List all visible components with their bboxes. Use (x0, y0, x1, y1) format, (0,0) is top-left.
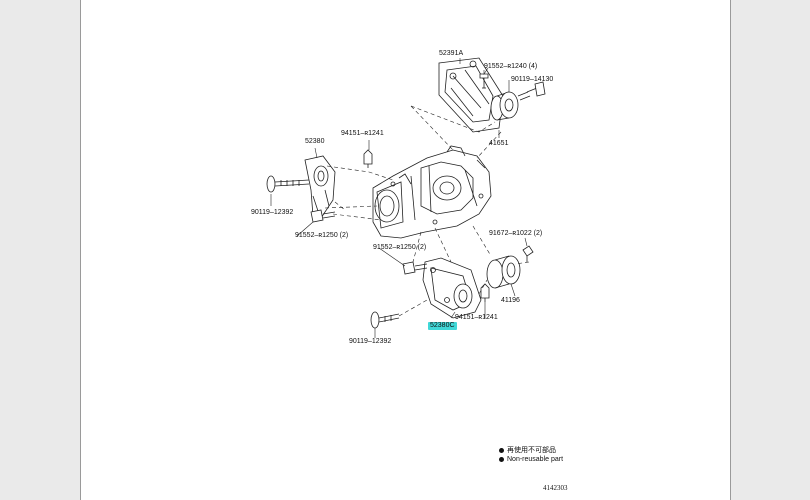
label-91672: 91672–ʀ1022 (2) (489, 230, 543, 237)
label-94151-bottom: 94151–ʀ1241 (455, 314, 498, 321)
label-52391a: 52391A (439, 50, 464, 57)
parts-diagram-drawing (266, 57, 546, 338)
non-reusable-dot-icon (499, 456, 504, 462)
label-90119-bottom: 90119–12392 (349, 338, 392, 345)
label-90119-left: 90119–12392 (251, 209, 294, 216)
bolt-91672 (522, 245, 534, 262)
label-41196: 41196 (501, 297, 520, 304)
label-41651: 41651 (489, 140, 509, 147)
clip-94151-top (363, 149, 373, 168)
legend-row-japanese: 再使用不可部品 (499, 446, 563, 455)
bolt-91552-mid (402, 261, 428, 275)
label-52380: 52380 (305, 138, 325, 145)
figure-code: 4142303 (543, 484, 568, 492)
bolt-90119-bottom (370, 311, 400, 329)
legend-english-text: Non-reusable part (507, 456, 564, 463)
bracket-52380c (422, 257, 482, 319)
assembly-dashed-lines (324, 105, 530, 317)
diagram-sheet: 52391A 91552–ʀ1240 (4) 90119–14130 41651… (80, 0, 731, 500)
label-52380c-highlighted[interactable]: 52380C (428, 322, 457, 330)
leader-lines (270, 58, 528, 338)
label-91552-2-mid: 91552–ʀ1250 (2) (373, 244, 427, 251)
legend-row-english: Non-reusable part (499, 455, 563, 464)
legend-japanese-text: 再使用不可部品 (507, 447, 556, 454)
non-reusable-dot-icon (499, 447, 504, 453)
bolt-91552-left (310, 209, 336, 223)
legend: 再使用不可部品 Non-reusable part (499, 446, 563, 464)
label-91552-4: 91552–ʀ1240 (4) (484, 63, 538, 70)
bushing-41651 (490, 91, 519, 121)
clip-94151-bottom (480, 283, 490, 302)
differential-housing (372, 145, 492, 239)
bolt-90119-left (266, 175, 310, 193)
bolt-91552-upper (479, 73, 489, 89)
bolt-90119-14130 (517, 81, 546, 101)
label-91552-2-left: 91552–ʀ1250 (2) (295, 232, 349, 239)
bracket-52380 (304, 155, 336, 219)
bushing-41196 (486, 255, 521, 289)
label-94151-top: 94151–ʀ1241 (341, 130, 384, 137)
label-90119-14130: 90119–14130 (511, 76, 554, 83)
